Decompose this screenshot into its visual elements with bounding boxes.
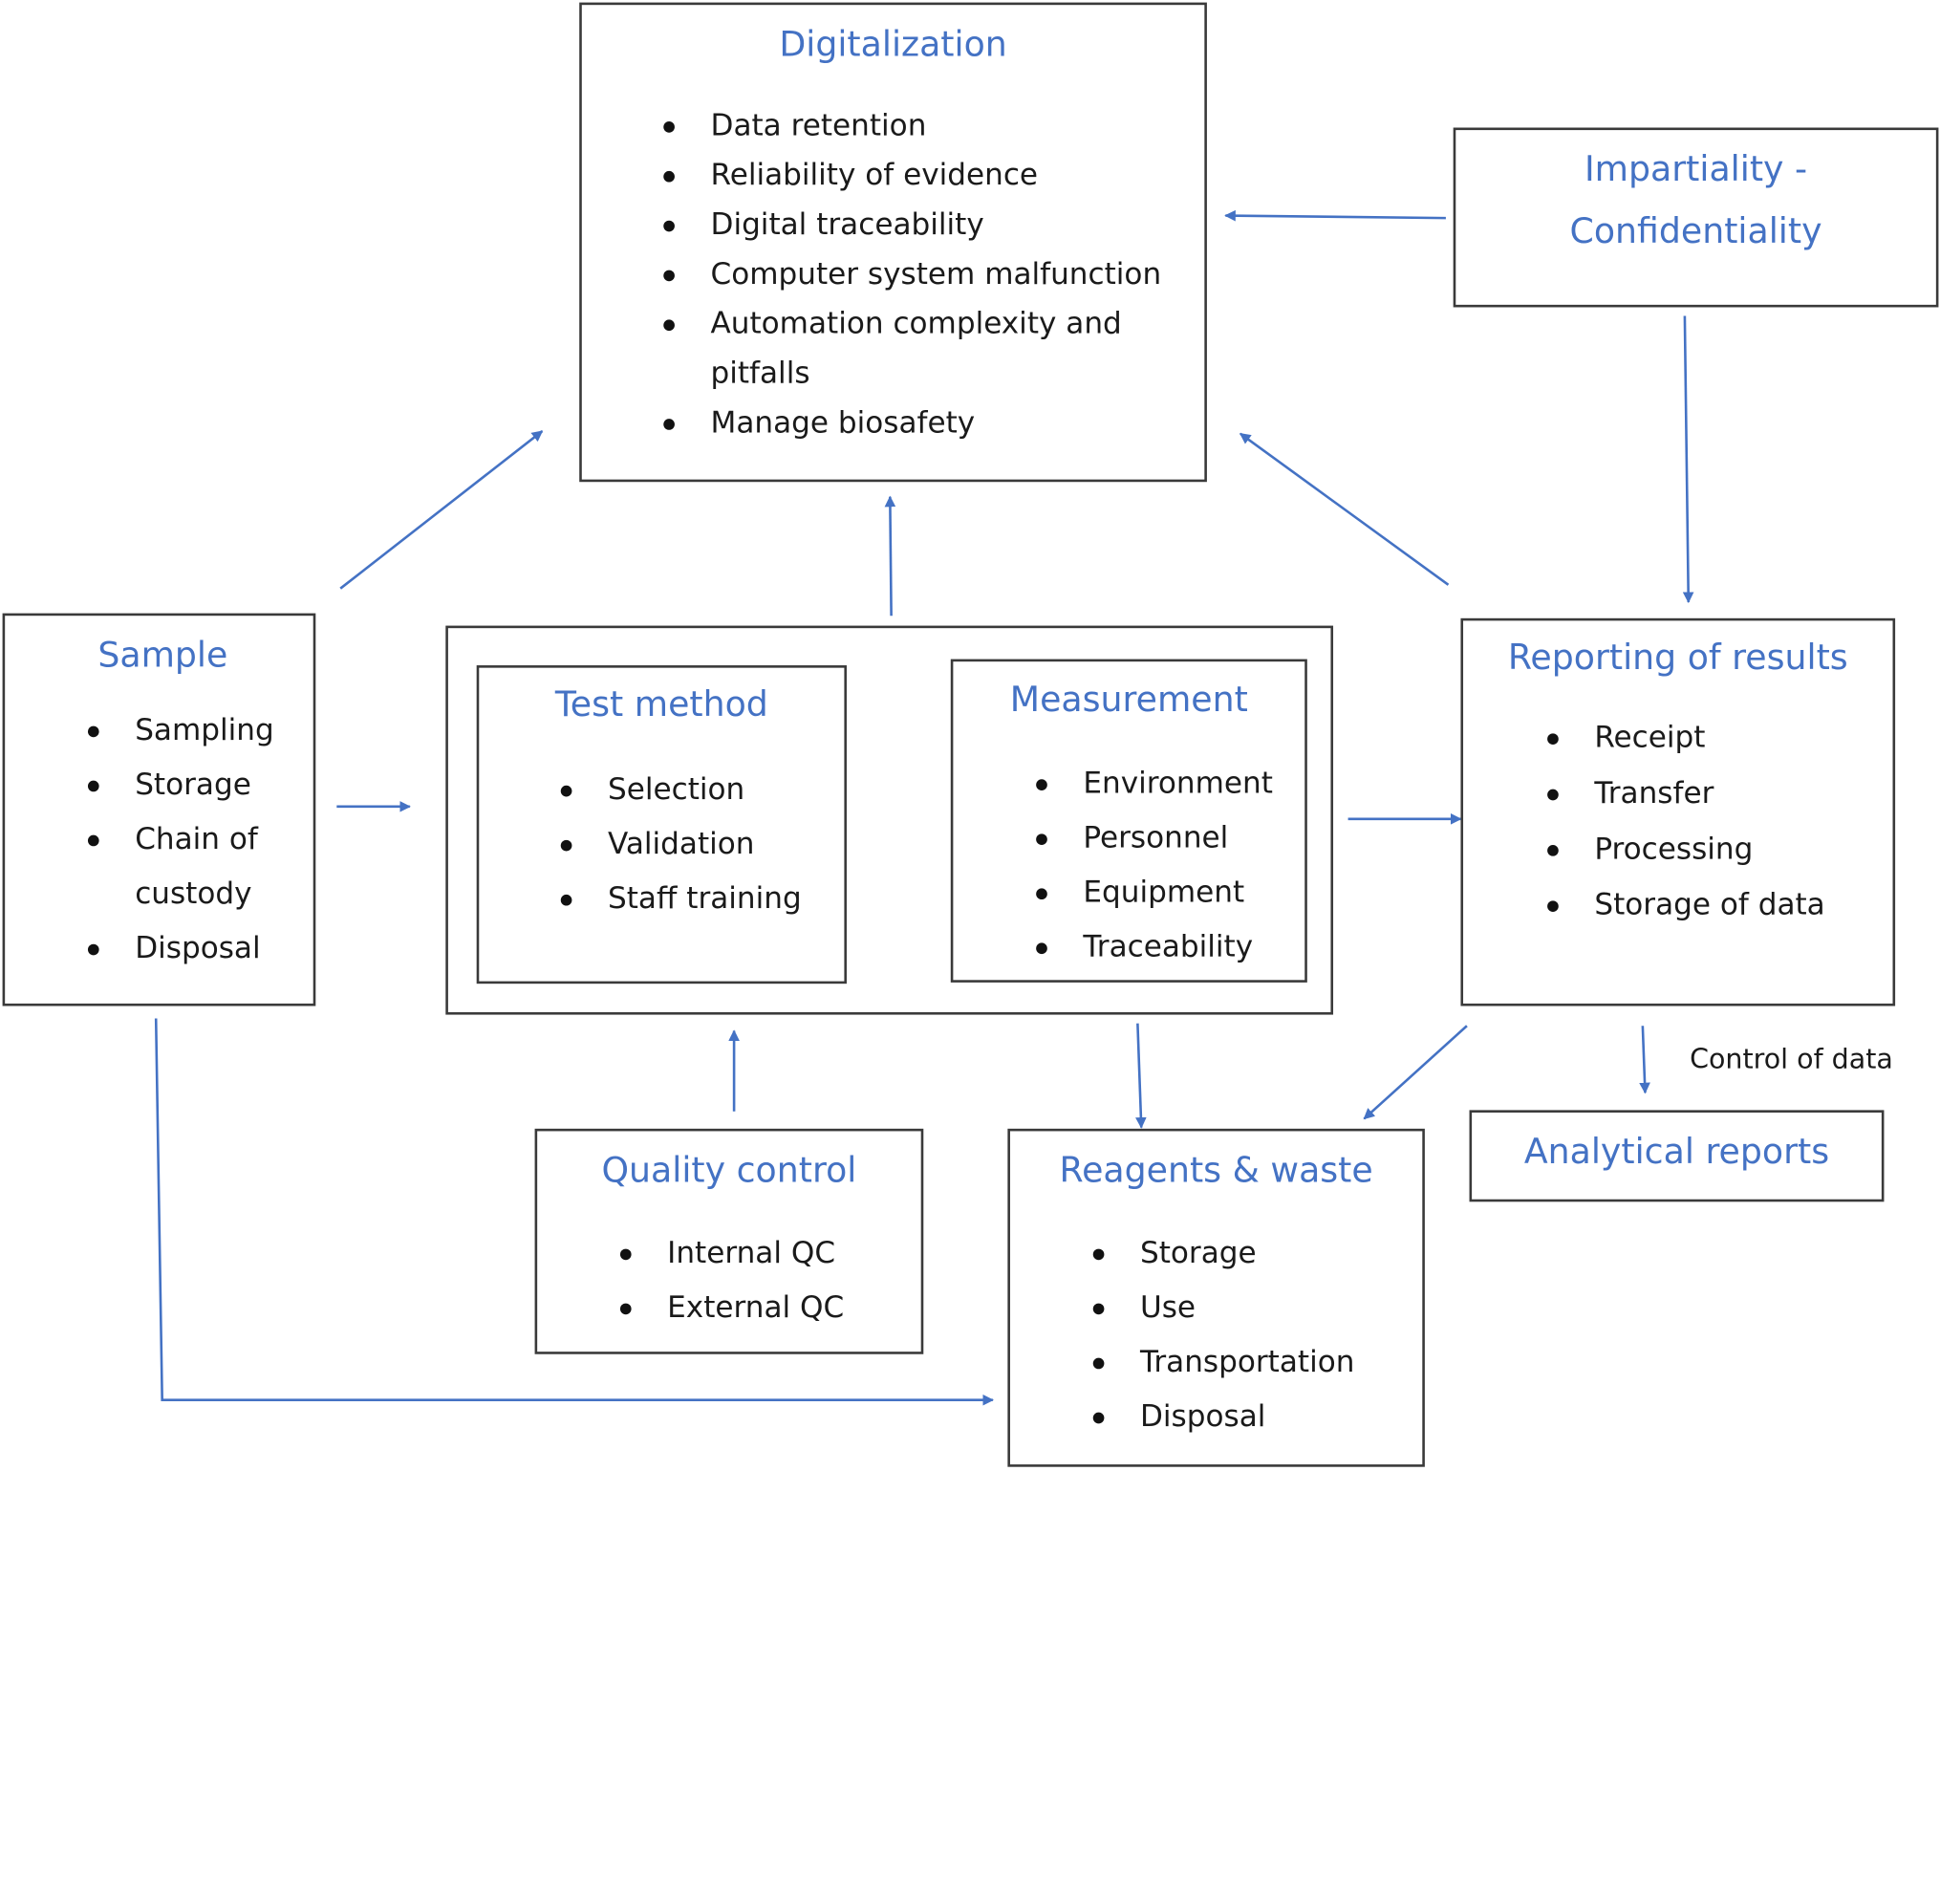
digitalization-item: Manage biosafety xyxy=(663,405,1162,455)
reporting-box: Reporting of results Receipt Transfer Pr… xyxy=(1460,617,1896,1006)
test-method-item: Staff training xyxy=(560,881,802,936)
quality-control-item: External QC xyxy=(619,1289,844,1344)
reporting-item: Transfer xyxy=(1547,775,1824,831)
measurement-item: Equipment xyxy=(1036,875,1273,929)
reporting-item: Receipt xyxy=(1547,720,1824,775)
arrow-impartiality-to-digitalization xyxy=(1224,209,1446,222)
sample-item: Disposal xyxy=(87,930,274,984)
reporting-item: Processing xyxy=(1547,832,1824,887)
arrow-testbox-to-reagents xyxy=(1135,1023,1147,1129)
arrow-reporting-to-analytical-reports xyxy=(1639,1026,1650,1094)
analytical-reports-box: Analytical reports xyxy=(1469,1110,1885,1202)
arrow-reporting-to-digitalization xyxy=(1239,432,1450,586)
sample-item-continuation: custody xyxy=(135,876,252,911)
digitalization-item: Digital traceability xyxy=(663,206,1162,256)
reporting-list: Receipt Transfer Processing Storage of d… xyxy=(1547,720,1825,942)
connector-layer xyxy=(154,209,1694,1406)
digitalization-item: Reliability of evidence xyxy=(663,158,1162,207)
arrow-sample-to-digitalization xyxy=(339,430,544,590)
test-method-box: Test method Selection Validation Staff t… xyxy=(476,665,847,984)
measurement-item: Personnel xyxy=(1036,820,1273,875)
digitalization-item: Automation complexity and xyxy=(663,306,1162,356)
measurement-item: Traceability xyxy=(1036,929,1273,984)
sample-list: Sampling Storage Chain of custody Dispos… xyxy=(87,712,274,984)
reporting-title: Reporting of results xyxy=(1507,637,1848,679)
quality-control-list: Internal QC External QC xyxy=(619,1235,844,1344)
test-method-item: Validation xyxy=(560,827,802,881)
measurement-item: Environment xyxy=(1036,766,1273,820)
arrow-testbox-to-digitalization xyxy=(884,495,896,617)
test-method-item: Selection xyxy=(560,772,802,827)
test-method-list: Selection Validation Staff training xyxy=(560,772,802,936)
digitalization-title: Digitalization xyxy=(779,23,1007,65)
quality-control-title: Quality control xyxy=(601,1149,857,1191)
arrow-sample-to-reagents xyxy=(154,1018,994,1406)
reagents-list: Storage Use Transportation Disposal xyxy=(1092,1235,1354,1453)
sample-item: Chain of xyxy=(87,821,274,876)
sample-item: Sampling xyxy=(87,712,274,767)
sample-title: Sample xyxy=(97,634,228,676)
reagents-box: Reagents & waste Storage Use Transportat… xyxy=(1007,1128,1425,1467)
reagents-item: Transportation xyxy=(1092,1344,1354,1398)
reporting-item: Storage of data xyxy=(1547,887,1825,942)
impartiality-title-line2: Confidentiality xyxy=(1569,210,1822,252)
impartiality-box: Impartiality - Confidentiality xyxy=(1453,127,1939,308)
measurement-box: Measurement Environment Personnel Equipm… xyxy=(950,659,1307,984)
measurement-list: Environment Personnel Equipment Traceabi… xyxy=(1036,766,1273,984)
digitalization-item: Data retention xyxy=(663,108,1162,158)
quality-control-item: Internal QC xyxy=(619,1235,844,1289)
reagents-item: Storage xyxy=(1092,1235,1354,1289)
reagents-title: Reagents & waste xyxy=(1059,1149,1373,1191)
control-of-data-label: Control of data xyxy=(1690,1044,1893,1076)
digitalization-item: Computer system malfunction xyxy=(663,256,1161,306)
sample-box: Sample Sampling Storage Chain of custody… xyxy=(2,613,316,1006)
arrow-reporting-to-reagents xyxy=(1363,1025,1468,1120)
test-method-title: Test method xyxy=(554,683,768,725)
impartiality-title-line1: Impartiality - xyxy=(1584,148,1808,190)
digitalization-item-continuation: pitfalls xyxy=(710,356,810,391)
digitalization-box: Digitalization Data retention Reliabilit… xyxy=(579,2,1207,483)
quality-control-box: Quality control Internal QC External QC xyxy=(534,1128,924,1354)
reagents-item: Disposal xyxy=(1092,1398,1354,1453)
arrow-impartiality-to-reporting xyxy=(1682,315,1694,604)
reagents-item: Use xyxy=(1092,1289,1354,1344)
analytical-reports-title: Analytical reports xyxy=(1523,1131,1830,1173)
digitalization-list: Data retention Reliability of evidence D… xyxy=(663,108,1162,455)
measurement-title: Measurement xyxy=(1009,679,1248,721)
sample-item: Storage xyxy=(87,767,274,821)
